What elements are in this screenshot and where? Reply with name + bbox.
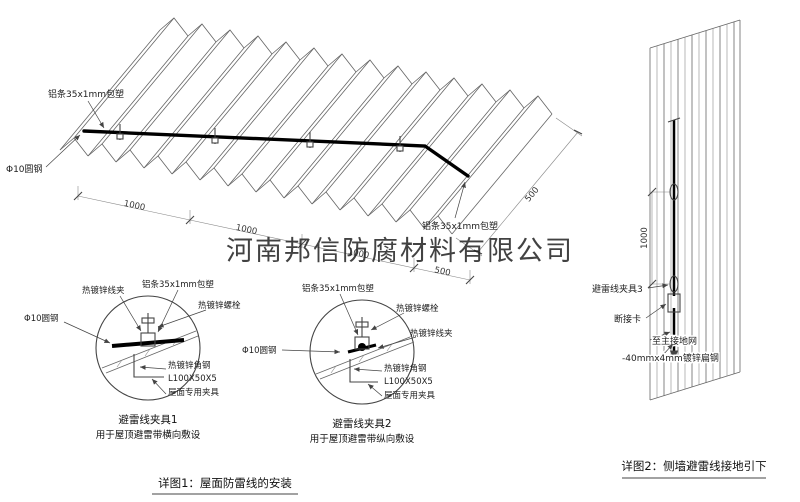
d2-label-angle-spec: L100X50X5 xyxy=(384,377,433,387)
label-clamp3: 避雷线夹具3 xyxy=(592,283,643,295)
label-al-strip-top: 铝条35x1mm包塑 xyxy=(48,88,124,100)
wall-dim-1000: 1000 xyxy=(640,227,650,249)
d1-title: 避雷线夹具1 xyxy=(118,413,177,426)
dim-1000-a: 1000 xyxy=(123,199,146,213)
d2-label-al-strip: 铝条35x1mm包塑 xyxy=(302,283,374,294)
d2-title: 避雷线夹具2 xyxy=(332,417,391,430)
d1-label-wire-clamp: 热镀锌线夹 xyxy=(82,285,125,296)
d1-label-bolt: 热镀锌螺栓 xyxy=(198,300,241,311)
d2-label-bolt: 热镀锌螺栓 xyxy=(396,303,439,314)
label-flat-steel: -40mmx4mm镀锌扁钢 xyxy=(622,352,719,364)
dim-500-a: 500 xyxy=(433,265,451,278)
disconnect-joint xyxy=(667,293,681,313)
caption-detail2: 详图2：侧墙避雷线接地引下 xyxy=(621,459,766,473)
caption-detail1: 详图1：屋面防雷线的安装 xyxy=(158,476,292,490)
d1-label-roof-fixture: 屋面专用夹具 xyxy=(168,387,220,398)
d2-label-roof-fixture: 屋面专用夹具 xyxy=(384,390,436,401)
wall-dimension: 1000 xyxy=(640,187,670,289)
roof-labels: 铝条35x1mm包塑 Φ10圆钢 铝条35x1mm包塑 xyxy=(6,88,498,232)
d2-subtitle: 用于屋顶避雷带纵向敷设 xyxy=(310,433,415,445)
d1-label-angle-spec: L100X50X5 xyxy=(168,374,217,384)
roof-isometric-view xyxy=(59,17,553,235)
label-disconnect: 断接卡 xyxy=(614,313,641,325)
dim-500-b: 500 xyxy=(523,185,541,204)
roof-wire-clamps xyxy=(116,124,404,152)
dim-1000-c: 1000 xyxy=(347,247,370,261)
detail-circle-1: 热镀锌线夹 铝条35x1mm包塑 热镀锌螺栓 Φ10圆钢 热镀锌角钢 L100X… xyxy=(24,279,241,441)
d1-label-angle-steel: 热镀锌角钢 xyxy=(168,360,211,371)
d1-label-al-strip: 铝条35x1mm包塑 xyxy=(142,279,214,290)
d2-label-round-steel: Φ10圆钢 xyxy=(242,345,277,356)
company-watermark: 河南邦信防腐材料有限公司 xyxy=(226,236,574,267)
label-round-steel-left: Φ10圆钢 xyxy=(6,163,43,175)
d1-label-round-steel: Φ10圆钢 xyxy=(24,313,59,324)
d1-subtitle: 用于屋顶避雷带横向敷设 xyxy=(96,429,201,441)
label-to-ground: 至主接地网 xyxy=(652,335,697,347)
captions: 详图1：屋面防雷线的安装 详图2：侧墙避雷线接地引下 xyxy=(152,459,767,495)
wall-detail-view: 1000 避雷线夹具3 断接卡 至主接地网 -40mmx4mm镀锌扁钢 xyxy=(591,19,741,401)
d2-label-angle-steel: 热镀锌角钢 xyxy=(384,363,427,374)
d2-label-wire-clamp: 热镀锌线夹 xyxy=(410,328,453,339)
roof-lightning-wire xyxy=(82,129,470,178)
label-al-strip-right: 铝条35x1mm包塑 xyxy=(422,220,498,232)
dim-1000-b: 1000 xyxy=(235,223,258,237)
detail-circle-2: 铝条35x1mm包塑 热镀锌螺栓 热镀锌线夹 Φ10圆钢 热镀锌角钢 L100X… xyxy=(242,283,453,445)
roof-dimension-chain: 1000 1000 1000 500 xyxy=(73,186,475,285)
